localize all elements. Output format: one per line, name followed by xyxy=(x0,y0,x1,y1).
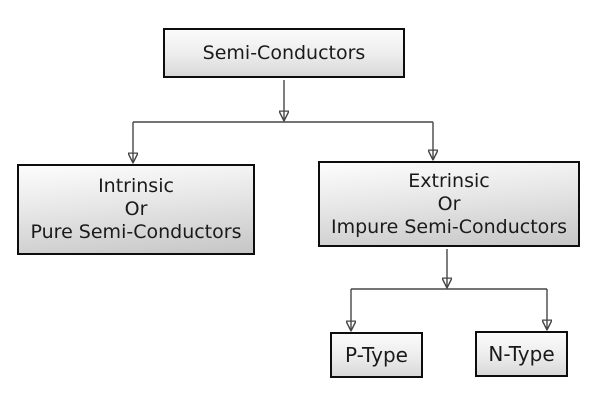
node-extrinsic-line1: Extrinsic xyxy=(408,169,490,192)
node-intrinsic-line2: Or xyxy=(124,198,148,220)
node-intrinsic: Intrinsic Or Pure Semi-Conductors xyxy=(17,164,255,255)
node-extrinsic: Extrinsic Or Impure Semi-Conductors xyxy=(318,161,580,247)
node-semiconductors: Semi-Conductors xyxy=(163,28,405,78)
node-p-type: P-Type xyxy=(330,332,423,378)
node-intrinsic-line1: Intrinsic xyxy=(98,175,174,197)
node-extrinsic-line3: Impure Semi-Conductors xyxy=(331,215,567,238)
node-n-type-label: N-Type xyxy=(488,342,555,366)
node-intrinsic-line3: Pure Semi-Conductors xyxy=(30,221,242,243)
node-p-type-label: P-Type xyxy=(345,343,408,367)
node-semiconductors-label: Semi-Conductors xyxy=(202,42,366,64)
node-extrinsic-line2: Or xyxy=(437,192,461,215)
node-n-type: N-Type xyxy=(475,331,568,377)
